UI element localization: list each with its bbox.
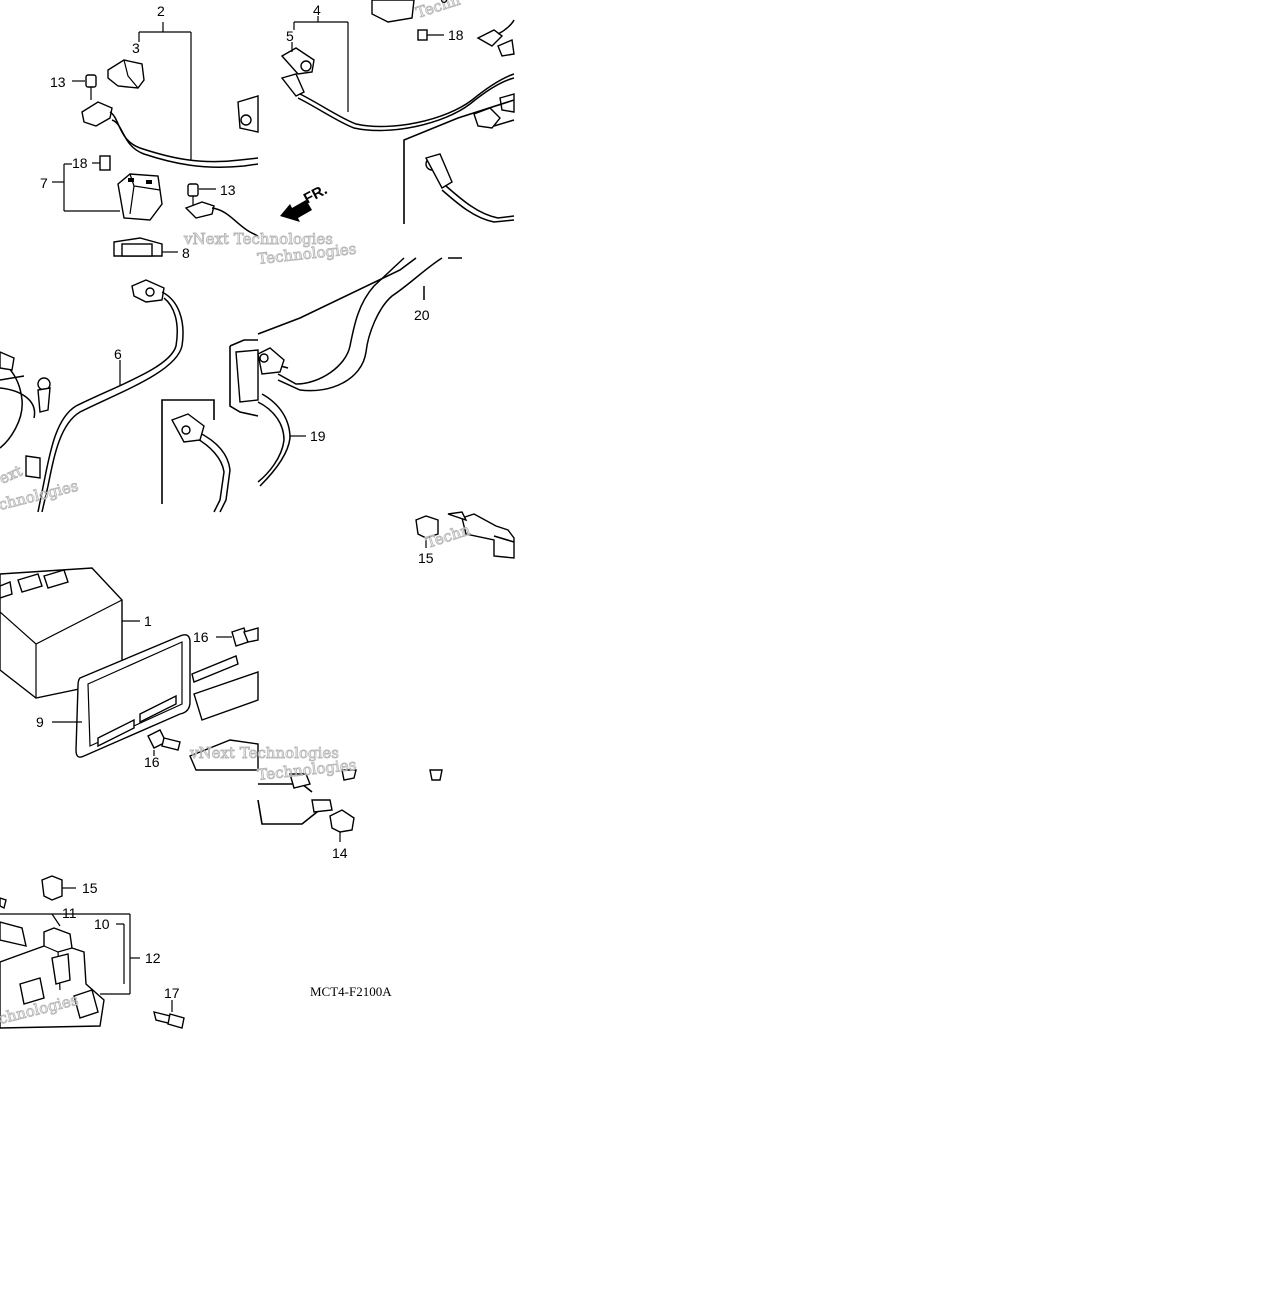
callout-1: 1 [144, 613, 152, 629]
svg-text:ext: ext [0, 462, 25, 488]
callout-16b: 16 [144, 754, 160, 770]
callout-8: 8 [182, 245, 190, 261]
panel-middle [257, 257, 462, 487]
panel-lower-middle [257, 769, 443, 842]
panel-top-middle: FR. [280, 0, 515, 224]
panel-bottom-left [0, 875, 185, 1029]
panel-lower-left [0, 567, 259, 771]
callout-18: 18 [72, 155, 88, 171]
callout-15b: 15 [82, 880, 98, 896]
callout-19: 19 [310, 428, 326, 444]
callout-2: 2 [157, 3, 165, 19]
callout-6-top: 6 [440, 0, 448, 6]
callout-3: 3 [132, 40, 140, 56]
callout-20: 20 [414, 307, 430, 323]
panel-middle-left [0, 279, 259, 513]
callout-11: 11 [62, 905, 77, 921]
callout-15: 15 [418, 550, 434, 566]
svg-text:vNext Technologies: vNext Technologies [183, 230, 333, 248]
callout-5: 5 [286, 28, 294, 44]
panel-clip-15 [415, 511, 515, 559]
svg-text:Techn: Techn [414, 0, 463, 22]
callout-10: 10 [94, 916, 110, 932]
callout-12: 12 [145, 950, 161, 966]
drawing-code: MCT4-F2100A [310, 984, 392, 999]
callout-13: 13 [50, 74, 66, 90]
callout-14: 14 [332, 845, 348, 861]
watermark: Techn vNext Technologies Technologies ex… [0, 0, 473, 1028]
callout-13b: 13 [220, 182, 236, 198]
part-3-cap [107, 59, 145, 89]
bolt-13-upper [72, 74, 97, 100]
callout-9: 9 [36, 714, 44, 730]
callout-17: 17 [164, 985, 180, 1001]
callout-4: 4 [313, 2, 321, 18]
callout-6: 6 [114, 346, 122, 362]
callout-7: 7 [40, 175, 48, 191]
callout-labels: 2 3 13 18 7 13 8 4 6 5 18 6 20 19 15 1 1… [36, 0, 464, 1001]
front-direction-arrow: FR. [280, 181, 330, 222]
starter-relay-7 [117, 173, 163, 221]
callout-18b: 18 [448, 27, 464, 43]
part-1-box [0, 567, 140, 699]
panel-top-left [52, 22, 259, 257]
callout-16: 16 [193, 629, 209, 645]
svg-text:vNext Technologies: vNext Technologies [189, 744, 339, 762]
